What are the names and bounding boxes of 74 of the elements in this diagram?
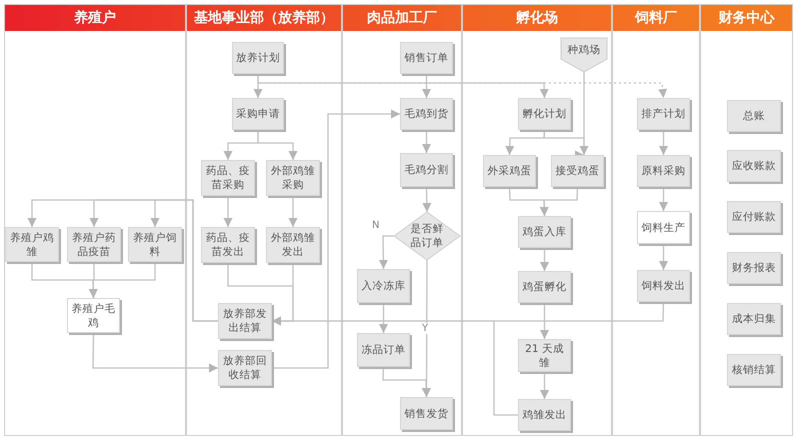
lane-header: 养殖户 [5, 5, 185, 31]
process-box: 冻品订单 [357, 333, 410, 367]
process-box: 排产计划 [637, 98, 690, 130]
flow-arrow [272, 110, 400, 369]
swimlane [462, 4, 612, 436]
process-box: 放养计划 [232, 42, 284, 74]
process-box: 放养部回收结算 [218, 350, 272, 386]
process-box: 财务报表 [727, 252, 781, 284]
flow-arrow [540, 372, 549, 399]
flow-arrow [224, 196, 232, 227]
process-box: 养殖户毛鸡 [67, 298, 120, 333]
flow-arrow [540, 303, 549, 339]
process-box: 养殖户药品疫苗 [67, 227, 121, 262]
lane-header: 孵化场 [463, 5, 611, 31]
flow-arrow [288, 196, 298, 227]
flow-arrow [422, 186, 432, 212]
lane-header: 肉品加工厂 [343, 5, 461, 31]
edge-label: N [371, 220, 380, 231]
flow-arrow [378, 235, 394, 269]
process-box: 成本归集 [727, 303, 781, 335]
process-box: 入冷冻库 [357, 269, 410, 303]
process-box: 养殖户饲料 [128, 227, 182, 262]
process-box: 饲料发出 [637, 270, 690, 302]
flow-arrow [543, 130, 588, 155]
process-box: 接受鸡蛋 [551, 155, 604, 187]
flow-arrow [88, 262, 156, 298]
process-box: 鸡蛋入库 [518, 216, 571, 248]
flow-arrow [92, 333, 218, 372]
process-box: 采购申请 [232, 98, 284, 130]
process-box: 21 天成雏 [518, 339, 571, 372]
process-box: 毛鸡到货 [400, 98, 453, 130]
process-box: 销售订单 [400, 42, 453, 74]
process-box: 药品、疫苗发出 [201, 227, 255, 263]
flow-arrow [382, 366, 431, 398]
flow-arrow [422, 130, 431, 153]
process-box: 饲料生产 [637, 211, 690, 244]
swimlane [700, 4, 793, 436]
lane-header: 财务中心 [701, 5, 792, 31]
source-shape: 种鸡场 [561, 38, 607, 72]
process-box: 原料采购 [637, 155, 690, 187]
lane-header: 基地事业部（放养部） [187, 5, 341, 31]
process-box: 外部鸡雏采购 [266, 160, 320, 196]
flow-arrow [540, 186, 578, 216]
process-box: 核销结算 [727, 354, 781, 386]
flow-arrow [150, 199, 218, 322]
flow-arrow [257, 130, 298, 160]
decision-diamond: 是否鲜品订单 [394, 212, 460, 260]
swimlane [4, 4, 186, 436]
process-box: 毛鸡分割 [400, 153, 453, 187]
process-box: 外部鸡雏发出 [266, 227, 320, 263]
process-box: 外采鸡蛋 [483, 155, 536, 187]
flow-arrow [379, 303, 388, 333]
process-box: 放养部发出结算 [218, 303, 272, 339]
process-box: 应付账款 [727, 201, 781, 233]
process-box: 养殖户鸡雏 [5, 227, 59, 262]
process-box: 销售发货 [400, 397, 453, 430]
process-box: 应收账款 [727, 150, 781, 182]
process-box: 总账 [727, 100, 781, 132]
flow-arrow [659, 130, 668, 155]
flow-arrow [257, 74, 549, 98]
flow-arrow [540, 248, 549, 271]
process-box: 孵化计划 [518, 98, 571, 130]
swimlane [186, 4, 342, 436]
swimlane [342, 4, 462, 436]
flow-arrow [272, 316, 518, 416]
swimlane [612, 4, 700, 436]
flow-arrow [659, 187, 668, 211]
flow-arrow [659, 244, 668, 270]
process-box: 鸡蛋孵化 [518, 271, 571, 303]
edge-label: Y [421, 323, 430, 334]
lane-header: 饲料厂 [613, 5, 699, 31]
flow-arrow [422, 74, 431, 98]
process-box: 鸡雏发出 [518, 399, 571, 431]
process-box: 药品、疫苗采购 [201, 160, 255, 196]
